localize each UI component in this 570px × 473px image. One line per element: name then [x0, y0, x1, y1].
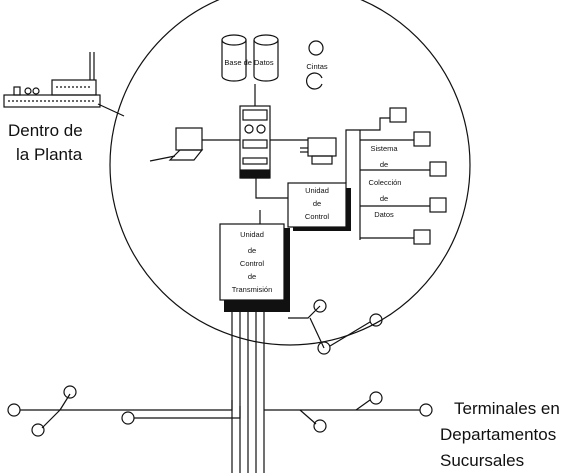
- tapes-label: Cintas: [304, 62, 330, 72]
- plant-label-line2: la Planta: [16, 144, 82, 166]
- printer-icon: [300, 138, 336, 164]
- terminals-label-1: Terminales en: [454, 398, 560, 420]
- control-unit-label-3: Control: [288, 212, 346, 222]
- factory-icon: [4, 52, 100, 107]
- transmission-label-3: Control: [220, 259, 284, 269]
- collection-label-5: Datos: [364, 210, 404, 220]
- plant-label-line1: Dentro de: [8, 120, 83, 142]
- control-unit-label-2: de: [288, 199, 346, 209]
- terminals-label-2: Departamentos: [440, 424, 556, 446]
- transmission-lines: [232, 312, 264, 473]
- database-label: Base de Datos: [216, 58, 282, 68]
- collection-label-3: Colección: [362, 178, 408, 188]
- transmission-label-4: de: [220, 272, 284, 282]
- collection-label-1: Sistema: [364, 144, 404, 154]
- transmission-label-1: Unidad: [220, 230, 284, 240]
- computer-terminal-icon: [150, 128, 202, 161]
- right-branch-network: [264, 392, 432, 432]
- collection-terminals: [360, 108, 446, 244]
- left-branch-network: [8, 386, 240, 436]
- collection-label-2: de: [364, 160, 404, 170]
- transmission-label-5: Transmisión: [220, 285, 284, 295]
- control-unit-label-1: Unidad: [288, 186, 346, 196]
- terminals-label-3: Sucursales: [440, 450, 524, 472]
- collection-label-4: de: [364, 194, 404, 204]
- transmission-label-2: de: [220, 246, 284, 256]
- mainframe-computer: [240, 106, 270, 178]
